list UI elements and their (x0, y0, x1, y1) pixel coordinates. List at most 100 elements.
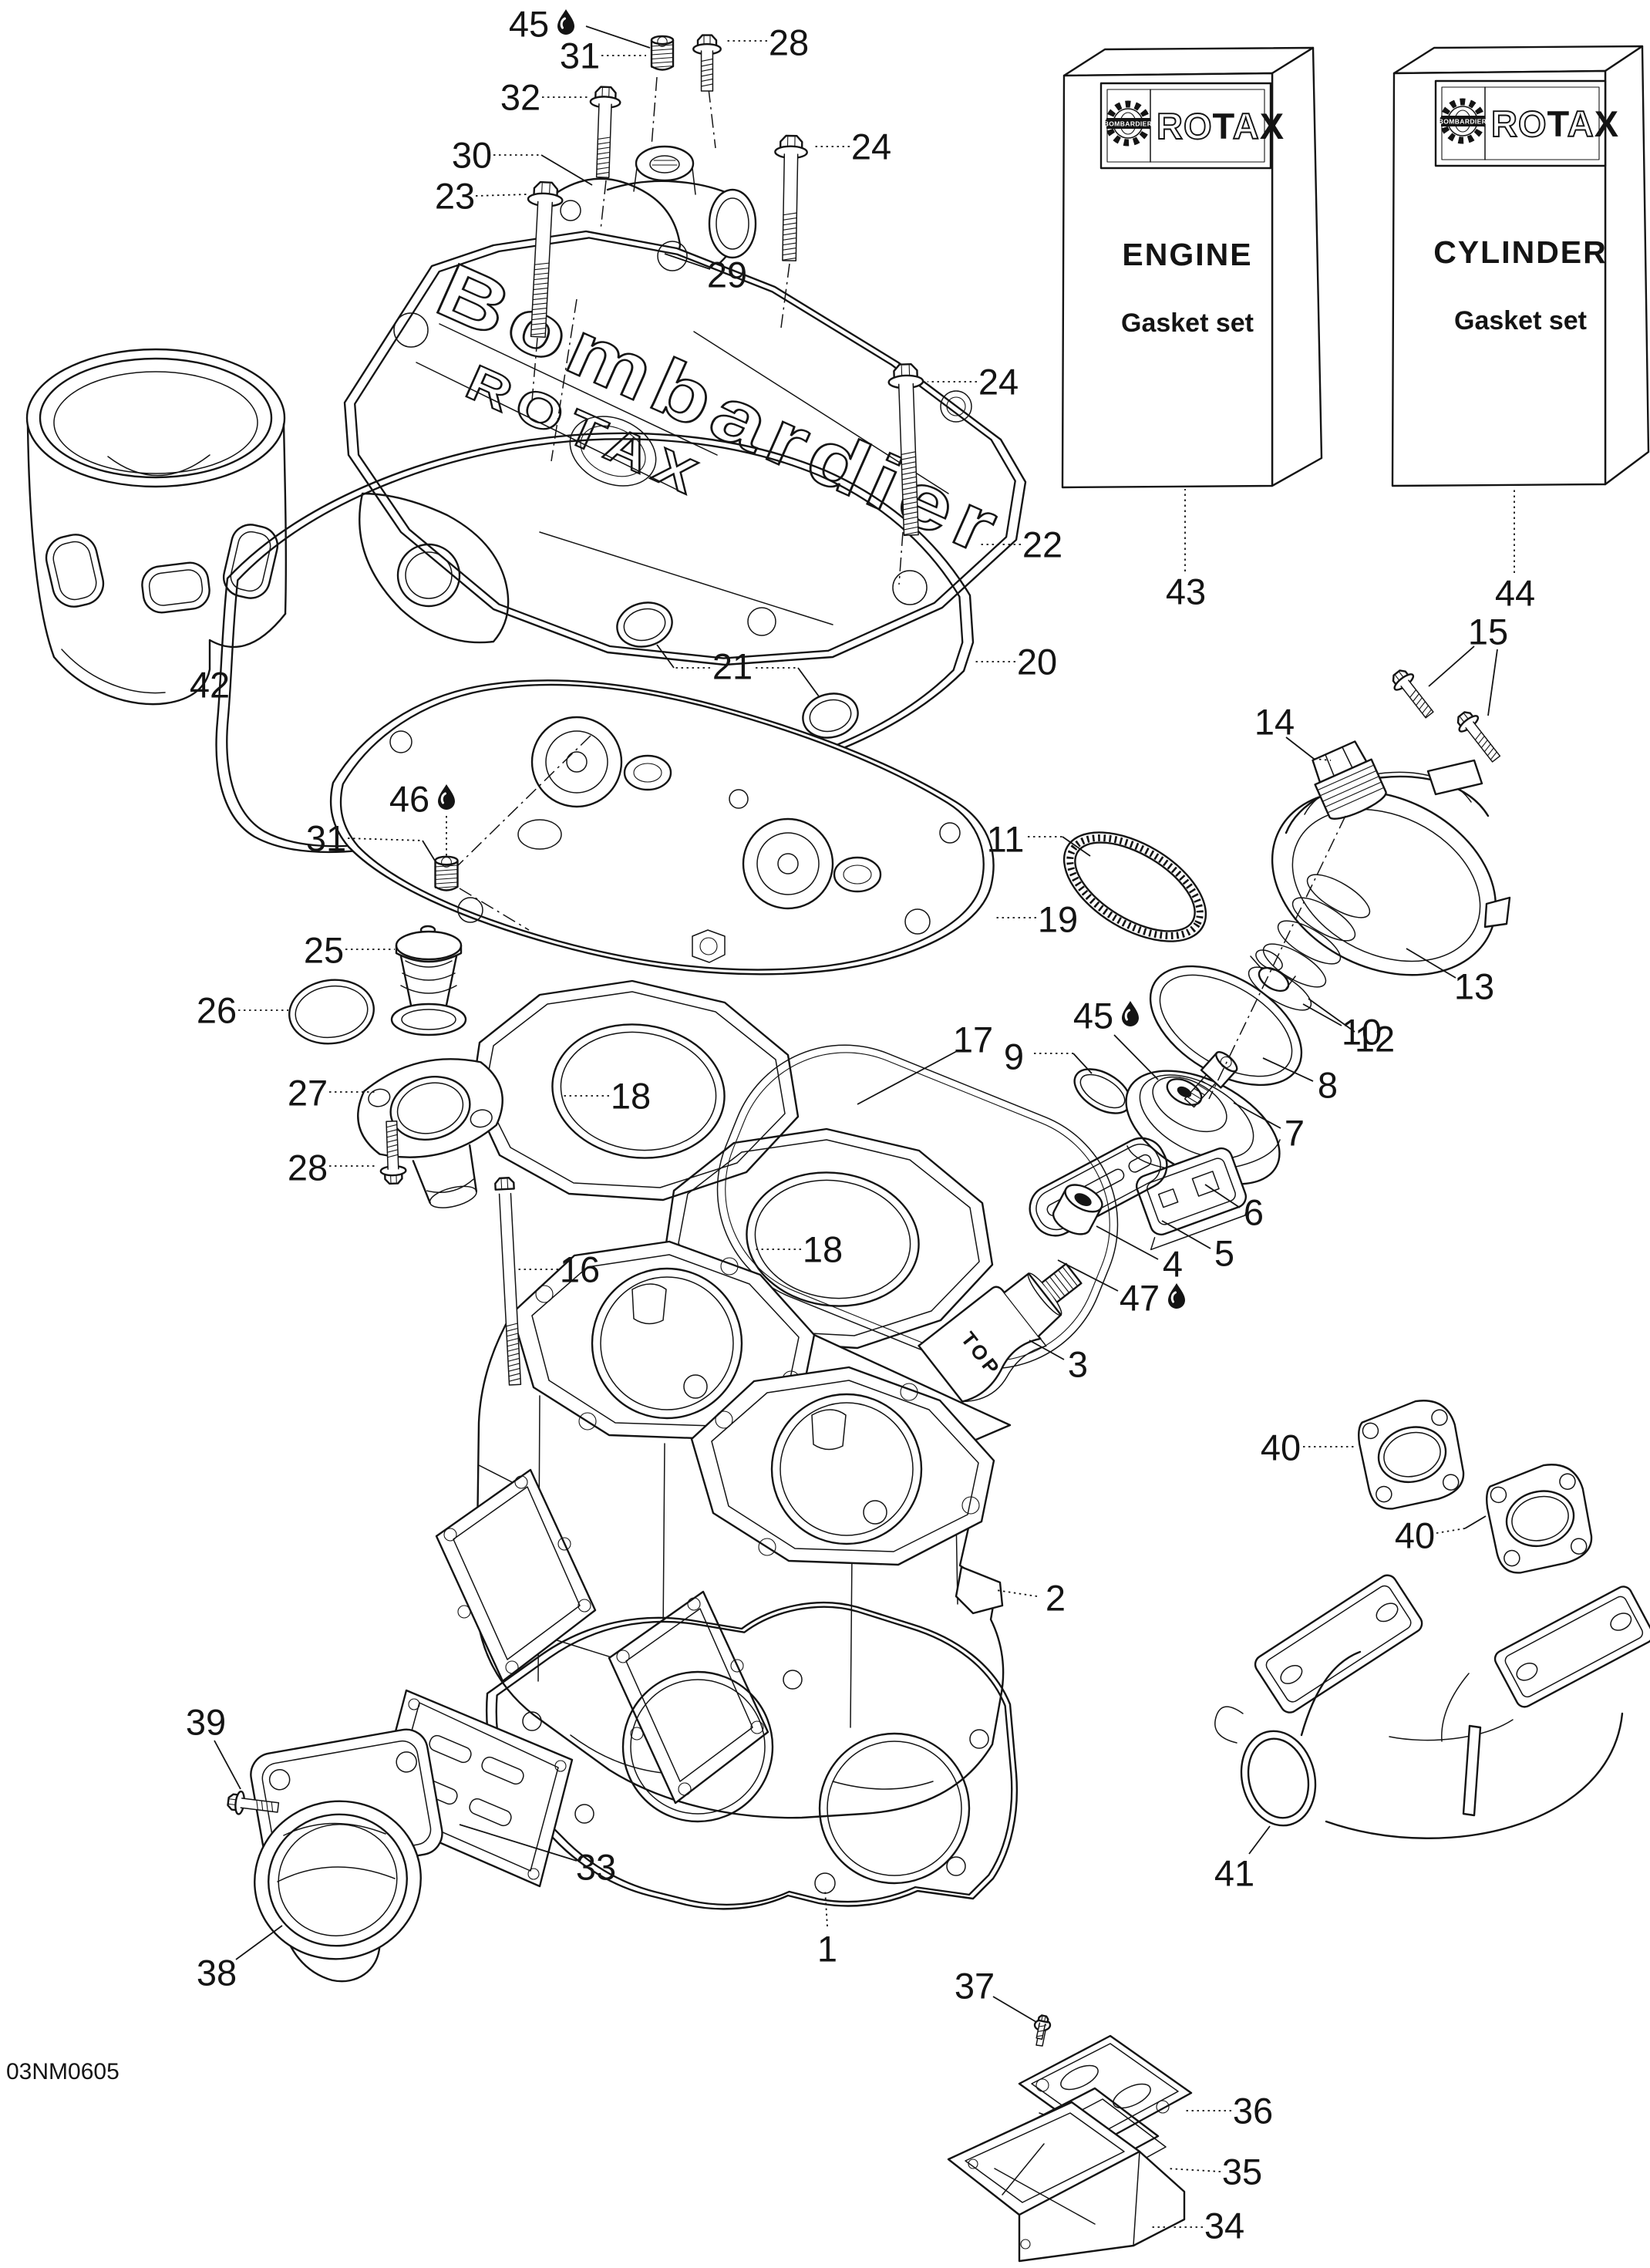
kit-title: CYLINDER (1433, 234, 1608, 270)
callout-number-47: 47 (1120, 1278, 1160, 1319)
callout-26: 26 (197, 990, 288, 1031)
kit-title: ENGINE (1122, 237, 1252, 272)
callout-number-14: 14 (1254, 702, 1295, 743)
callout-number-12: 12 (1355, 1019, 1395, 1060)
part-reed-valve-body (947, 2101, 1186, 2263)
part-thermostat (390, 925, 467, 1036)
callout-number-8: 8 (1318, 1065, 1338, 1106)
callout-6: 6 (1204, 1184, 1264, 1233)
bolt-23 (527, 180, 564, 338)
callout-number-45: 45 (1073, 996, 1113, 1036)
set-screw (650, 35, 675, 71)
callout-number-32: 32 (500, 77, 540, 118)
callout-number-5: 5 (1214, 1233, 1234, 1274)
callout-number-46: 46 (389, 779, 429, 820)
assembly-axis-lines (453, 76, 1346, 1100)
leader-line (1262, 1057, 1314, 1082)
callout-number-28: 28 (288, 1147, 328, 1188)
leader-line (1057, 1259, 1119, 1292)
callout-number-25: 25 (304, 930, 344, 971)
callout-9: 9 (1004, 1036, 1093, 1077)
leader-line (1487, 649, 1498, 716)
callout-number-33: 33 (576, 1847, 616, 1888)
callout-27: 27 (288, 1073, 376, 1114)
callout-37: 37 (955, 1966, 1037, 2023)
callout-number-36: 36 (1233, 2091, 1273, 2132)
leader-line (214, 1740, 241, 1790)
callout-number-40: 40 (1395, 1515, 1435, 1556)
oil-drop-icon (557, 9, 574, 35)
leader-line (540, 154, 593, 186)
part-rave-bushing (1052, 1184, 1103, 1235)
callout-21: 21 (656, 644, 820, 697)
part-rave-clamp (1135, 1147, 1250, 1251)
callout-number-21: 21 (712, 646, 753, 687)
callout-number-38: 38 (197, 1953, 237, 1993)
logo-text: BOMBARDIER (1439, 118, 1487, 126)
leader-line (1096, 1225, 1159, 1260)
callout-number-18: 18 (611, 1076, 651, 1117)
callout-number-15: 15 (1468, 612, 1508, 652)
callout-46: 46 (389, 779, 455, 856)
callout-47: 47 (1057, 1259, 1185, 1319)
bolt-39 (227, 1790, 280, 1815)
part-cylinder-block (435, 1240, 1012, 1819)
callout-23: 23 (435, 176, 528, 217)
leader-line (1285, 736, 1315, 760)
leader-line (1248, 1825, 1271, 1855)
callout-number-19: 19 (1038, 899, 1078, 940)
part-rave-valve-cover (1271, 759, 1511, 976)
part-cylinder-head (329, 679, 995, 976)
callout-number-40: 40 (1261, 1427, 1301, 1468)
bolt-32 (589, 86, 621, 178)
leader-line (1161, 1220, 1211, 1249)
callout-number-3: 3 (1068, 1344, 1088, 1385)
callout-41: 41 (1214, 1825, 1271, 1894)
fasteners-layer (227, 34, 1501, 2041)
callout-40: 40 (1395, 1515, 1487, 1556)
part-cylinder-head-cover: Bombardier ROTAX (343, 230, 1027, 666)
callout-number-17: 17 (953, 1019, 993, 1060)
part-exhaust-gasket-2 (1478, 1456, 1601, 1580)
callout-number-11: 11 (987, 819, 1025, 860)
callout-number-24: 24 (851, 126, 891, 167)
leader-line (1233, 1102, 1281, 1129)
callout-38: 38 (197, 1925, 283, 1993)
callout-number-45: 45 (509, 4, 549, 45)
oil-drop-icon (1122, 1001, 1139, 1026)
callout-12: 12 (1308, 998, 1395, 1060)
callout-number-30: 30 (452, 135, 492, 176)
callout-4: 4 (1096, 1225, 1183, 1285)
drawing-code: 03NM0605 (6, 2059, 120, 2084)
bombardier-gear-logo: BOMBARDIER (1439, 98, 1487, 144)
bombardier-gear-logo: BOMBARDIER (1104, 100, 1152, 147)
part-intake-socket (250, 1728, 443, 1983)
leader-line (857, 1050, 959, 1105)
callout-number-22: 22 (1022, 524, 1062, 565)
leader-line (347, 837, 423, 841)
part-thermostat-o-ring (288, 979, 375, 1045)
callout-10: 10 (1302, 1003, 1382, 1053)
rotax-wordmark: ROTAX (1157, 106, 1285, 147)
part-cylinder-sleeve (25, 348, 288, 706)
callout-44: 44 (1495, 487, 1535, 614)
callout-11: 11 (987, 819, 1091, 860)
part-rave-spring (1248, 874, 1371, 1011)
callout-number-4: 4 (1163, 1244, 1183, 1285)
leader-line (422, 840, 436, 861)
callout-1: 1 (817, 1889, 837, 1970)
leader-line (1167, 2168, 1221, 2172)
callout-5: 5 (1161, 1220, 1234, 1274)
screw-37 (1035, 2014, 1049, 2041)
callout-number-6: 6 (1244, 1192, 1264, 1233)
leader-line (585, 25, 651, 49)
leader-line (1406, 948, 1456, 979)
callout-17: 17 (857, 1019, 993, 1105)
callout-29: 29 (664, 253, 747, 295)
bolt-28 (692, 34, 722, 92)
callout-45: 45 (1073, 996, 1159, 1080)
callout-number-44: 44 (1495, 573, 1535, 614)
callout-25: 25 (304, 930, 395, 971)
callout-number-16: 16 (560, 1249, 600, 1290)
leader-line (1302, 1003, 1342, 1026)
